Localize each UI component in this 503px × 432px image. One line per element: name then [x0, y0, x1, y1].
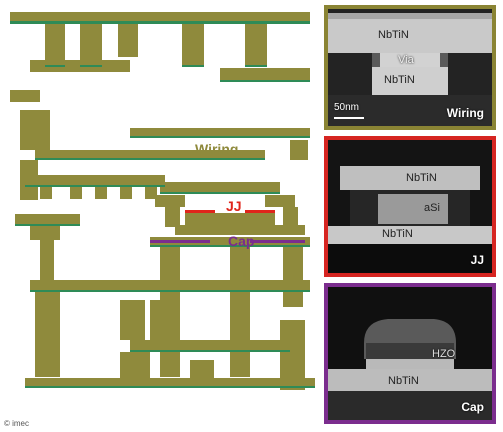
metal-block-9 [10, 90, 40, 102]
interface-line-12 [30, 290, 310, 292]
metal-block-27 [150, 237, 310, 247]
wiring-bottom-nbtin: NbTiN [384, 74, 415, 86]
metal-block-32 [160, 247, 180, 377]
wiring-via: Via [398, 54, 414, 66]
metal-block-2 [45, 22, 65, 67]
wiring-scale-bar-label: 50nm [334, 102, 360, 113]
interface-line-3 [80, 65, 102, 67]
interface-line-6 [220, 80, 310, 82]
metal-block-18 [120, 187, 132, 199]
jj-marker-left [185, 210, 215, 213]
cap-bottom-nbtin: NbTiN [388, 375, 419, 387]
wiring-badge: Wiring [446, 106, 484, 120]
metal-block-43 [150, 300, 162, 345]
interface-line-5 [245, 65, 267, 67]
metal-block-5 [182, 22, 204, 67]
metal-block-36 [35, 292, 60, 377]
metal-block-33 [230, 247, 250, 377]
jj-asi: aSi [424, 202, 440, 214]
metal-block-42 [190, 360, 214, 388]
metal-block-21 [160, 182, 280, 194]
metal-block-11 [20, 110, 50, 150]
metal-block-10 [130, 128, 310, 138]
interface-line-13 [130, 350, 290, 352]
interface-line-4 [182, 65, 204, 67]
metal-block-12 [35, 150, 265, 160]
cap-tem-image [328, 287, 492, 420]
interface-line-14 [25, 386, 315, 388]
metal-block-35 [30, 280, 310, 292]
jj-badge: JJ [470, 253, 484, 267]
metal-block-30 [30, 226, 60, 240]
cap-hzo: HZO [432, 348, 456, 360]
cap-badge: Cap [461, 400, 484, 414]
jj-bottom-nbtin: NbTiN [382, 228, 413, 240]
metal-stack-structure [10, 12, 315, 390]
wiring-tem-panel: NbTiN Via NbTiN 50nm Wiring [324, 5, 496, 130]
metal-block-31 [40, 240, 54, 280]
metal-block-24 [165, 207, 180, 227]
metal-block-26 [175, 225, 305, 235]
interface-line-11 [150, 245, 310, 247]
metal-block-16 [70, 187, 82, 199]
metal-block-34 [283, 247, 303, 307]
metal-block-17 [95, 187, 107, 199]
metal-block-20 [290, 140, 308, 160]
metal-block-15 [40, 187, 52, 199]
imec-credit: © imec [4, 419, 30, 428]
metal-block-23 [265, 195, 295, 207]
interface-line-10 [160, 192, 280, 194]
metal-block-19 [145, 187, 157, 199]
metal-block-22 [155, 195, 185, 207]
interface-line-15 [15, 224, 80, 226]
wiring-tem-image [328, 9, 492, 126]
metal-block-38 [130, 340, 290, 352]
metal-block-28 [185, 213, 275, 225]
interface-line-1 [10, 21, 310, 24]
metal-block-25 [283, 207, 298, 227]
metal-block-29 [15, 214, 80, 226]
jj-top-nbtin: NbTiN [406, 172, 437, 184]
interconnect-cross-section-diagram: Wiring JJ Cap [10, 12, 315, 390]
metal-block-39 [25, 378, 315, 388]
metal-block-41 [120, 352, 150, 388]
metal-block-37 [120, 300, 145, 340]
jj-tem-image [328, 140, 492, 273]
metal-block-4 [118, 22, 138, 57]
metal-block-6 [245, 22, 267, 67]
metal-block-3 [80, 22, 102, 67]
interface-line-8 [35, 158, 265, 160]
interface-line-2 [45, 65, 65, 67]
metal-block-14 [25, 175, 165, 187]
jj-tem-panel: NbTiN aSi NbTiN JJ [324, 136, 496, 277]
metal-block-40 [280, 320, 305, 390]
wiring-scale-bar [334, 117, 364, 119]
wiring-label: Wiring [195, 141, 238, 157]
cap-marker-right [250, 240, 305, 243]
wiring-top-nbtin: NbTiN [378, 29, 409, 41]
cap-marker-left [150, 240, 210, 243]
metal-block-8 [220, 68, 310, 82]
cap-tem-panel: HZO NbTiN Cap [324, 283, 496, 424]
interface-line-9 [25, 185, 165, 187]
jj-marker-right [245, 210, 275, 213]
cap-label: Cap [228, 233, 254, 249]
interface-line-7 [130, 136, 310, 138]
jj-label: JJ [226, 198, 242, 214]
metal-block-1 [10, 12, 310, 22]
